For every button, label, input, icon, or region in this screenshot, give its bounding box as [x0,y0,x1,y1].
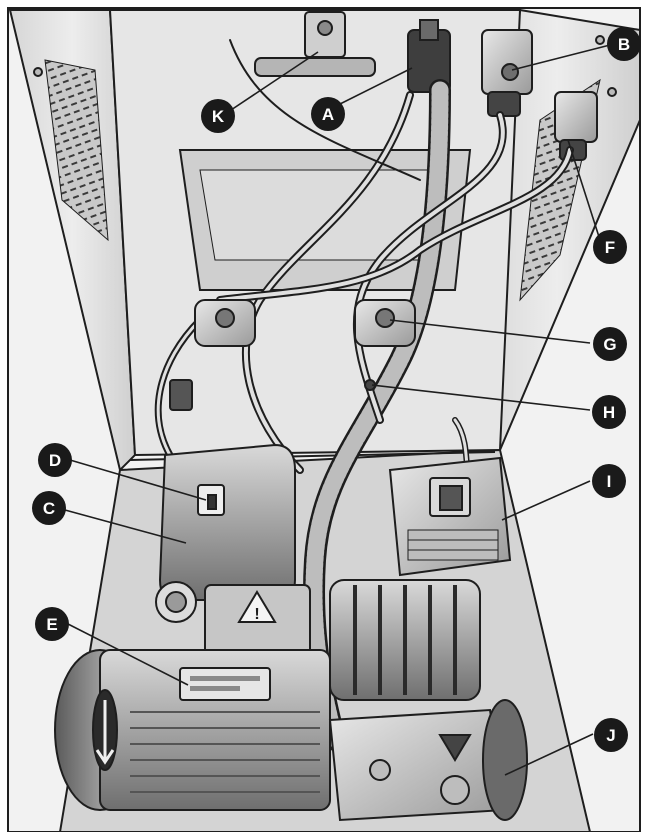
motor-e: ! [54,584,331,811]
leader-b [511,44,611,71]
leader-c [64,509,187,544]
callout-j-label: J [606,726,615,745]
leader-e [67,623,189,686]
callout-i-label: I [607,472,612,491]
callout-e-label: E [46,615,57,634]
solenoid-b [481,29,533,95]
motor-nameplate [179,667,271,701]
callout-a-label: A [322,105,334,124]
callout-h-label: H [603,403,615,422]
callout-e: E [35,607,69,641]
callout-c: C [32,491,66,525]
component-c-housing [155,443,296,623]
callout-g: G [593,327,627,361]
callout-k: K [201,99,235,133]
leader-i [501,480,591,521]
leader-f [567,139,601,241]
callouts: K A B F G H I D [32,27,641,752]
leader-g [389,319,591,344]
callout-k-label: K [212,107,225,126]
leader-a [327,67,413,111]
callout-d: D [38,443,72,477]
rotation-arrow-icon [95,700,115,765]
callout-b-label: B [618,35,630,54]
callout-f-label: F [605,238,615,257]
callout-h: H [592,395,626,429]
warning-triangle-icon [237,590,277,623]
leader-k [227,51,319,113]
leader-d [69,459,207,501]
callout-f: F [593,230,627,264]
valve-fittings [169,299,416,411]
callout-j: J [594,718,628,752]
callout-a: A [311,97,345,131]
solenoid-f [554,91,598,143]
callout-i: I [592,464,626,498]
svg-text:!: ! [254,606,259,623]
left-vent-grille [44,59,109,242]
callout-c-label: C [43,499,55,518]
pump-j [328,579,528,822]
leader-h [371,384,591,411]
leader-lines [64,44,611,776]
callout-g-label: G [603,335,616,354]
callout-d-label: D [49,451,61,470]
leader-j [504,733,594,776]
component-i-box [388,456,512,577]
callout-b: B [607,27,641,61]
